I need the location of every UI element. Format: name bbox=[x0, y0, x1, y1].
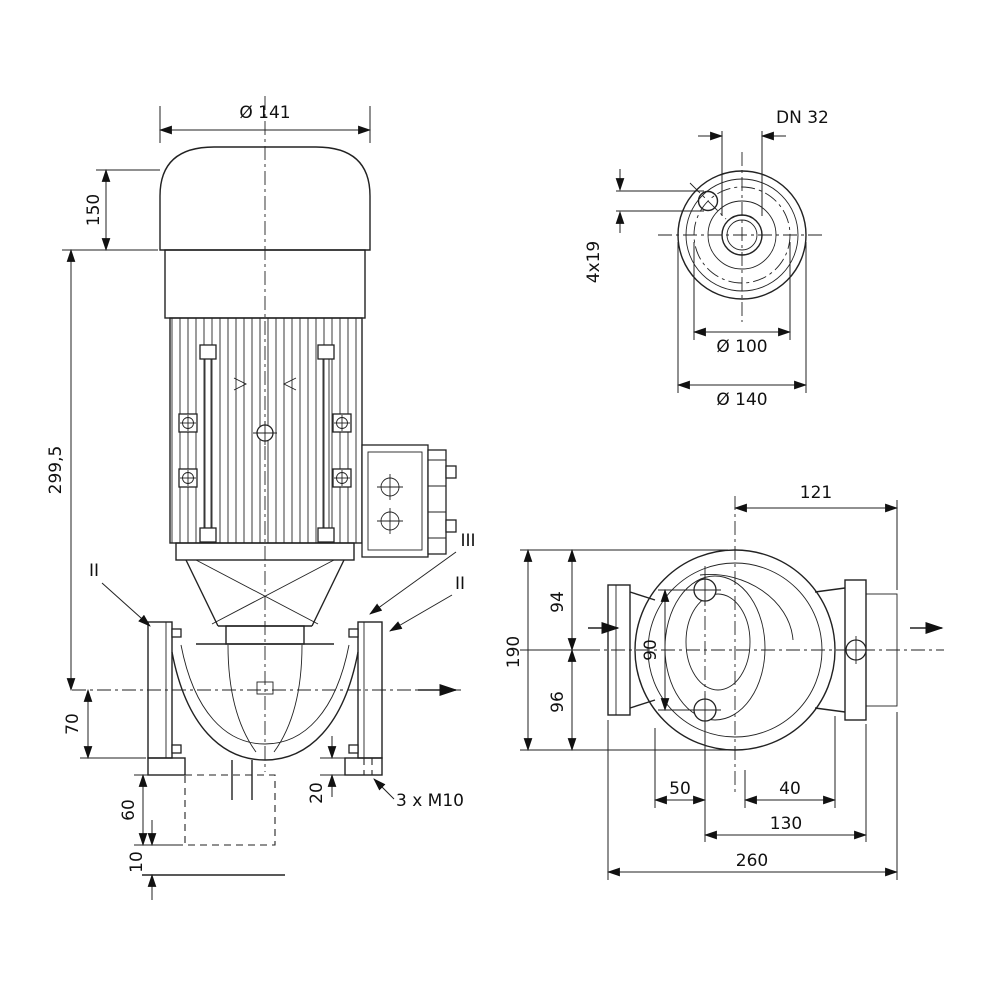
hub-circle bbox=[707, 200, 777, 270]
fan-cover-dome bbox=[159, 146, 371, 251]
dim-label-70: 70 bbox=[63, 713, 83, 735]
section-labels: II II III bbox=[89, 531, 476, 632]
dim-total-height: 299,5 bbox=[46, 248, 76, 692]
bore-circle bbox=[721, 214, 763, 256]
dim-pad-height: 10 bbox=[127, 820, 157, 900]
motor-bolts bbox=[178, 413, 352, 488]
dim-nominal-bore: DN 32 bbox=[698, 108, 829, 216]
drain-boss bbox=[256, 681, 274, 695]
flange-raised-face bbox=[685, 178, 799, 292]
bolt-hole-centerline bbox=[689, 182, 727, 220]
dim-label-50: 50 bbox=[669, 779, 691, 799]
dim-foot-hole-spacing: 90 bbox=[641, 588, 700, 712]
dim-label-150: 150 bbox=[84, 194, 104, 226]
note-tapped-holes: 3 x M10 bbox=[373, 778, 464, 811]
rotation-arrow-right bbox=[282, 377, 297, 391]
volute-outline bbox=[171, 651, 359, 761]
dim-label-96: 96 bbox=[548, 691, 568, 713]
dim-overall-length: 260 bbox=[606, 712, 899, 880]
dim-label-299-5: 299,5 bbox=[46, 446, 66, 495]
dim-depths: 94 96 190 bbox=[504, 548, 728, 752]
casing-core-inner bbox=[685, 593, 751, 691]
dim-label-dn32: DN 32 bbox=[776, 108, 829, 128]
dim-label-260: 260 bbox=[736, 851, 768, 871]
dim-label-90: 90 bbox=[641, 639, 661, 661]
dim-label-94: 94 bbox=[548, 591, 568, 613]
dim-label-190: 190 bbox=[504, 636, 524, 668]
bore-inner-circle bbox=[726, 219, 758, 251]
bolt-hole bbox=[697, 190, 719, 212]
front-elevation-view: Ø 141 150 299,5 70 60 bbox=[46, 96, 476, 900]
label-section-ii-left: II bbox=[89, 561, 99, 581]
dim-label-140: Ø 140 bbox=[716, 390, 767, 410]
suction-cone-top bbox=[629, 591, 656, 601]
terminal-box bbox=[361, 444, 457, 558]
dim-fan-housing-height: 150 bbox=[62, 168, 160, 252]
pump-casing bbox=[142, 621, 383, 876]
dim-motor-diameter: Ø 141 bbox=[158, 103, 372, 143]
flange-outer-circle bbox=[677, 170, 807, 300]
suction-cone-bottom bbox=[629, 699, 656, 709]
dim-label-141: Ø 141 bbox=[239, 103, 290, 123]
tie-rods bbox=[199, 344, 335, 543]
dim-center-to-foot: 70 bbox=[63, 688, 146, 760]
spiral-arc bbox=[699, 574, 794, 641]
label-section-iii: III bbox=[460, 531, 475, 551]
pump-top-view: 121 94 96 190 90 bbox=[504, 483, 944, 880]
suction-flange-top-view bbox=[607, 584, 631, 716]
dim-label-4x19: 4x19 bbox=[584, 241, 604, 284]
dim-label-10: 10 bbox=[127, 851, 147, 873]
dim-label-20: 20 bbox=[307, 782, 327, 804]
volute-outer bbox=[634, 549, 836, 751]
dim-label-121: 121 bbox=[800, 483, 832, 503]
dim-bolt-circle: Ø 100 bbox=[692, 242, 792, 357]
dim-label-100: Ø 100 bbox=[716, 337, 767, 357]
dim-outer-diameter: Ø 140 bbox=[676, 242, 808, 410]
pump-foot-left bbox=[147, 757, 186, 776]
discharge-cone-bottom bbox=[814, 707, 846, 713]
label-3xM10: 3 x M10 bbox=[396, 791, 464, 811]
label-section-ii-right: II bbox=[455, 574, 465, 594]
flange-top-view: DN 32 4x19 Ø 100 Ø 140 bbox=[584, 108, 829, 410]
bolt-circle bbox=[693, 186, 791, 284]
dim-label-130: 130 bbox=[770, 814, 802, 834]
dim-hole-offsets: 50 40 bbox=[653, 716, 837, 842]
dim-foot-thickness: 20 bbox=[307, 736, 345, 804]
dim-axis-to-flange: 130 bbox=[703, 724, 868, 842]
dim-center-to-discharge: 121 bbox=[733, 483, 899, 590]
discharge-cone-top bbox=[814, 587, 846, 593]
shaft-center-mark bbox=[253, 421, 277, 445]
motor-body bbox=[159, 146, 457, 558]
rotation-arrow-left bbox=[233, 377, 248, 391]
gauge-port bbox=[842, 636, 870, 664]
volute-inner bbox=[647, 562, 823, 738]
foundation-block bbox=[184, 774, 276, 846]
dim-foundation-height: 60 bbox=[119, 773, 183, 847]
lantern-bracket bbox=[175, 542, 355, 645]
dim-label-60: 60 bbox=[119, 799, 139, 821]
dim-bolt-holes: 4x19 bbox=[584, 169, 704, 283]
dim-label-40: 40 bbox=[779, 779, 801, 799]
